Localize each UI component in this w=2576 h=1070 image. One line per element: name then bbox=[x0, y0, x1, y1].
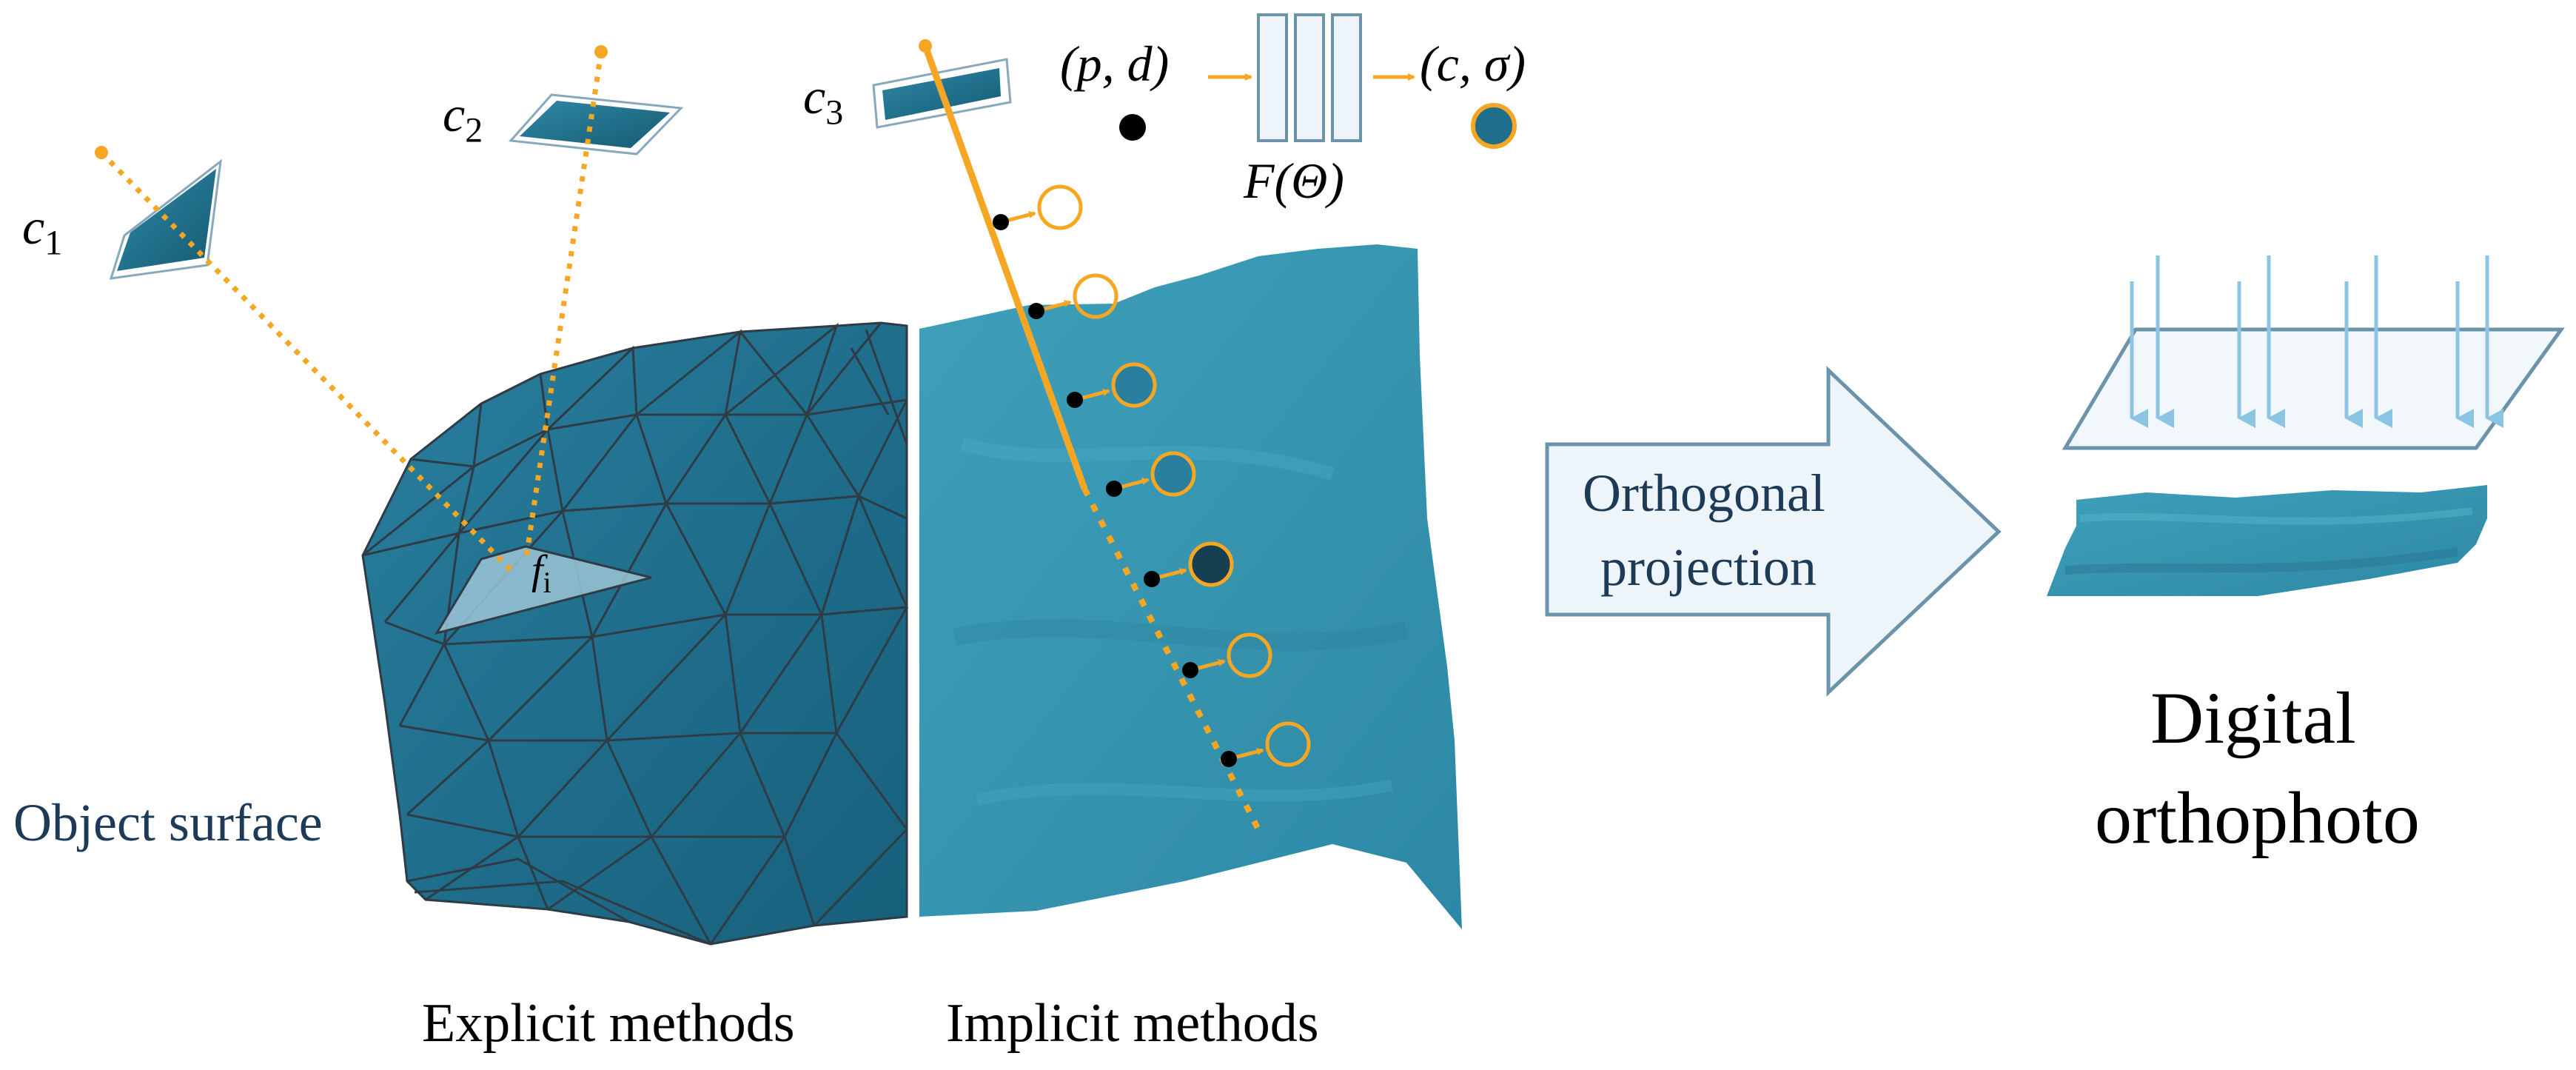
digital-label: Digital bbox=[2150, 677, 2356, 759]
face-label: fi bbox=[531, 547, 551, 600]
input-point bbox=[1119, 114, 1146, 141]
sample-point bbox=[1221, 751, 1237, 767]
sample-output-circle bbox=[1111, 362, 1157, 408]
network-input-label: (p, d) bbox=[1060, 36, 1170, 92]
projection-plane bbox=[2062, 327, 2565, 450]
network-layer-2 bbox=[1294, 13, 1325, 142]
sample-output-circle bbox=[1073, 273, 1118, 319]
explicit-mesh bbox=[361, 321, 909, 946]
projection-rays bbox=[2130, 255, 2503, 428]
camera-2-label: c2 bbox=[443, 86, 483, 150]
orthogonal-label: Orthogonal bbox=[1583, 464, 1825, 523]
explicit-methods-label: Explicit methods bbox=[422, 993, 795, 1054]
orthogonal-projection-arrow bbox=[1545, 366, 2002, 697]
sample-point bbox=[1106, 481, 1122, 497]
sample-output-circle bbox=[1265, 721, 1311, 767]
network-layer-3 bbox=[1331, 13, 1362, 142]
implicit-methods-label: Implicit methods bbox=[946, 993, 1319, 1054]
camera-1-label: c1 bbox=[22, 198, 63, 263]
sample-point bbox=[1144, 571, 1160, 587]
sample-point bbox=[993, 214, 1009, 230]
sample-points bbox=[993, 184, 1311, 767]
sample-point bbox=[1182, 662, 1198, 678]
network-layer-1 bbox=[1257, 13, 1288, 142]
ray-camera-3 bbox=[919, 39, 1265, 838]
network-output-label: (c, σ) bbox=[1420, 36, 1526, 92]
orthophoto-label: orthophoto bbox=[2095, 777, 2420, 859]
sample-point bbox=[1028, 303, 1044, 319]
output-point bbox=[1471, 103, 1517, 149]
sample-output-circle bbox=[1227, 632, 1272, 678]
sample-output-circle bbox=[1037, 184, 1083, 230]
method-divider bbox=[909, 318, 916, 922]
object-surface-label: Object surface bbox=[13, 793, 323, 852]
projection-label: projection bbox=[1600, 538, 1817, 597]
network-label: F(Θ) bbox=[1244, 153, 1344, 209]
nerf-network bbox=[1119, 13, 1517, 149]
face-triangle bbox=[434, 545, 652, 635]
sample-output-circle bbox=[1150, 451, 1196, 497]
sample-output-circle bbox=[1188, 541, 1234, 587]
orthophoto-strip bbox=[2047, 485, 2487, 596]
camera-1 bbox=[95, 146, 513, 572]
ray-camera-1 bbox=[99, 150, 513, 572]
sample-point bbox=[1067, 392, 1083, 408]
implicit-surface bbox=[919, 244, 1462, 929]
ray-camera-2 bbox=[523, 51, 604, 564]
camera-2 bbox=[508, 45, 684, 564]
camera-3-label: c3 bbox=[803, 68, 844, 133]
